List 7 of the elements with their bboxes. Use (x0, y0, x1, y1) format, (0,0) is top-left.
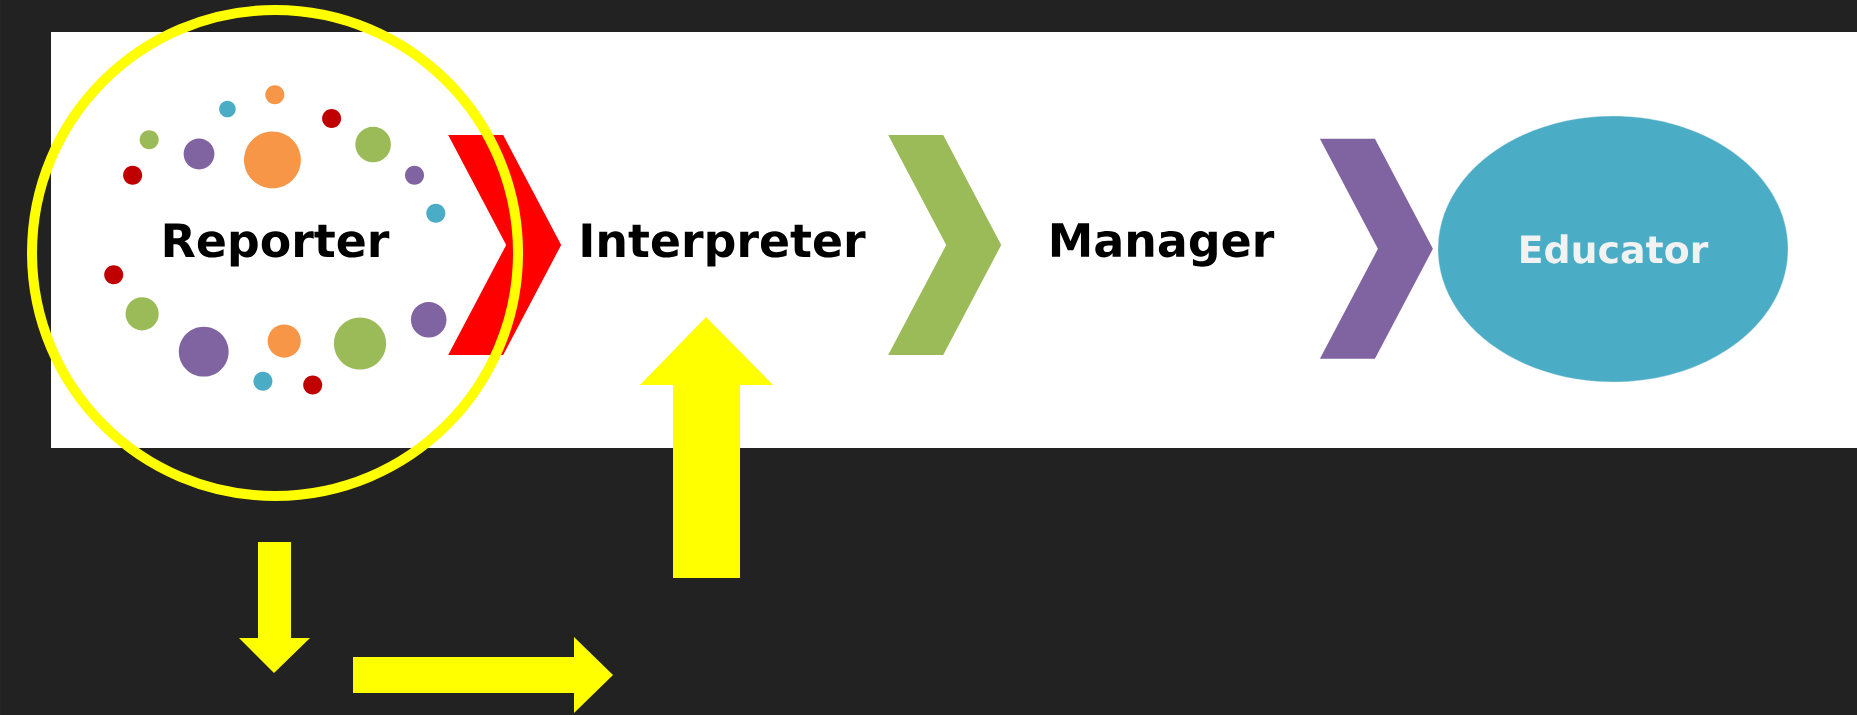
chevron-arrow (888, 135, 1002, 355)
chevron-arrow (448, 135, 562, 355)
chevron-arrow (1319, 138, 1433, 359)
step-label: Interpreter (582, 223, 866, 267)
ellipse-node: Educator (1437, 115, 1789, 383)
step-label: Manager (1051, 223, 1275, 267)
step-label: Reporter (164, 223, 390, 267)
